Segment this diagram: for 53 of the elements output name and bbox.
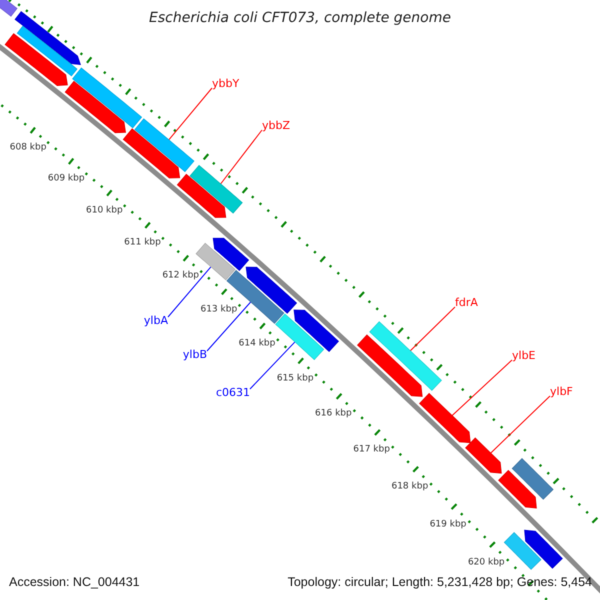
- scale-label: 613 kbp: [200, 304, 238, 316]
- scale-label: 612 kbp: [162, 270, 199, 282]
- gene-label: c0631: [216, 386, 250, 399]
- gene-label: ylbE: [512, 349, 536, 362]
- gene-label: fdrA: [455, 296, 478, 309]
- scale-label: 618 kbp: [391, 482, 428, 493]
- gene-label: ybbZ: [262, 119, 290, 132]
- gene-feature: [524, 530, 563, 569]
- gene-label: ylbB: [182, 348, 207, 361]
- gene-feature: [122, 128, 180, 178]
- leader-line: [206, 301, 252, 352]
- leader-line: [410, 306, 456, 352]
- leader-line: [452, 360, 512, 416]
- gene-label: ybbY: [212, 77, 240, 90]
- gene-feature: [176, 174, 226, 218]
- scale-label: 617 kbp: [353, 444, 390, 456]
- gene-label: ylbA: [144, 314, 168, 327]
- gene-feature: [504, 532, 542, 570]
- diagram-title: Escherichia coli CFT073, complete genome: [148, 10, 452, 26]
- gene-feature: [16, 26, 78, 76]
- scale-label: 615 kbp: [276, 373, 314, 384]
- gene-feature: [275, 314, 324, 360]
- scale-label: 620 kbp: [468, 557, 505, 568]
- gene-feature: [294, 310, 340, 352]
- leader-line: [168, 88, 212, 140]
- gene-feature: [190, 164, 243, 214]
- leader-line: [220, 130, 262, 184]
- scale-label: 609 kbp: [48, 174, 85, 185]
- footer-text: Topology: circular; Length: 5,231,428 bp; Genes: 5,454: [288, 574, 592, 590]
- scale-label: 619 kbp: [430, 519, 466, 530]
- gene-feature: [498, 470, 537, 508]
- gene-feature: [72, 67, 142, 128]
- gene-feature: [0, 0, 18, 17]
- footer-text: Accession: NC_004431: [9, 574, 140, 590]
- leader-line: [490, 396, 550, 454]
- scale-label: 608 kbp: [10, 142, 46, 154]
- gene-feature: [512, 458, 554, 500]
- gene-feature: [14, 11, 81, 66]
- gene-feature: [356, 334, 423, 397]
- scale-label: 616 kbp: [315, 408, 352, 420]
- gene-label: ylbF: [550, 385, 573, 398]
- gene-feature: [134, 118, 194, 172]
- scale-label: 611 kbp: [124, 238, 161, 249]
- gene-feature: [246, 266, 298, 314]
- scale-label: 610 kbp: [86, 205, 123, 216]
- gene-feature: [212, 238, 250, 271]
- gene-feature: [4, 33, 68, 86]
- leader-line: [250, 341, 296, 390]
- gene-feature: [465, 437, 502, 474]
- gene-feature: [369, 321, 442, 391]
- scale-label: 614 kbp: [238, 338, 276, 350]
- gene-feature: [419, 392, 471, 444]
- gene-feature: [64, 80, 126, 134]
